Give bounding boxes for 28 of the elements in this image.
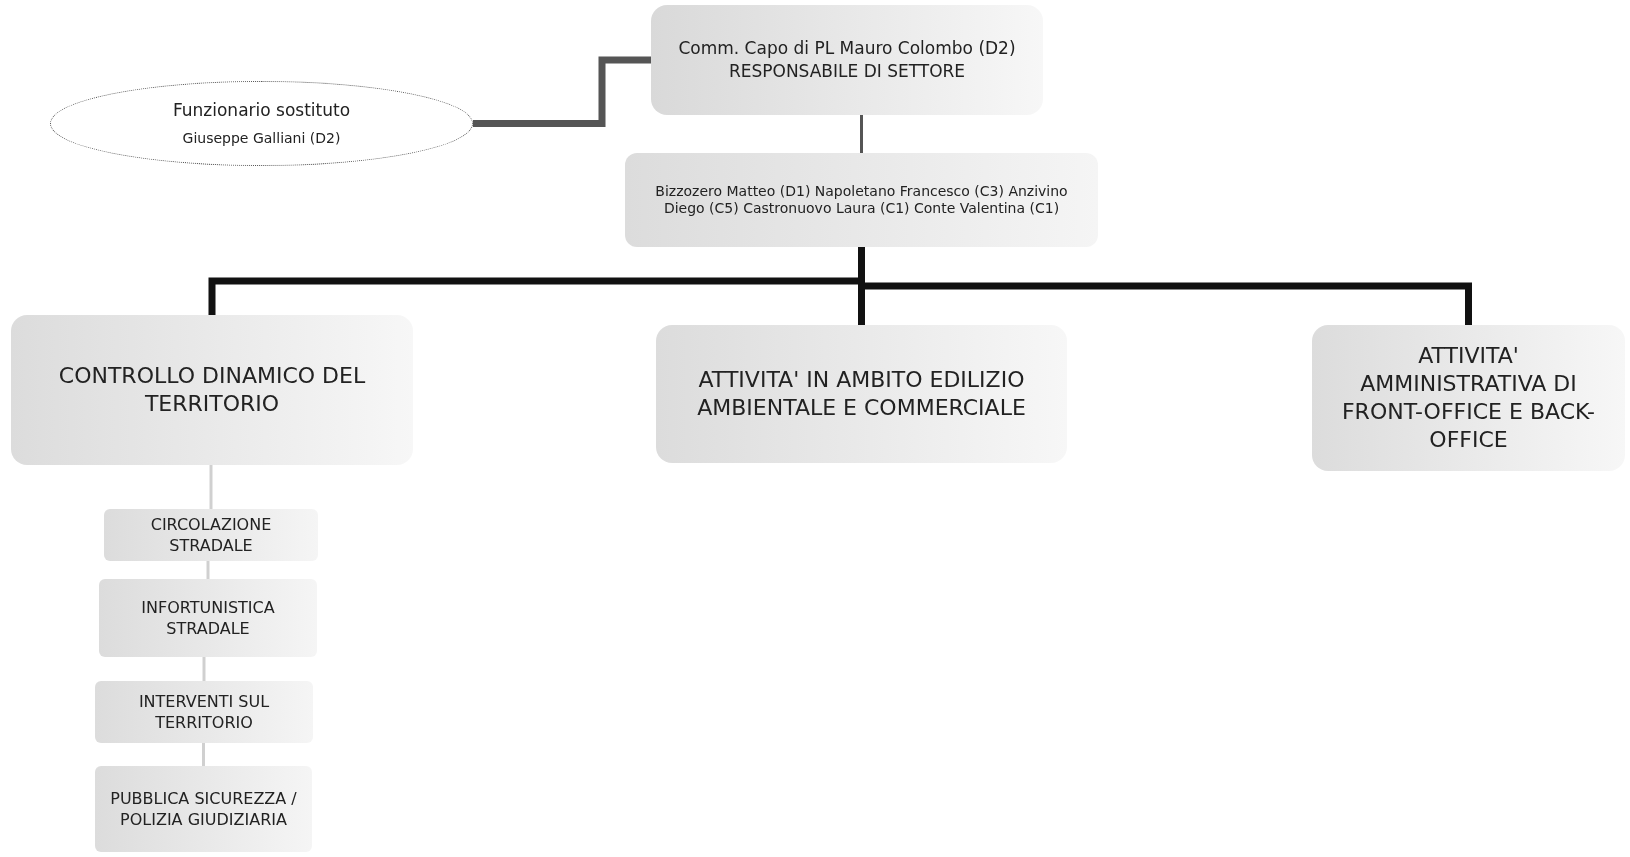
box-text: CIRCOLAZIONE STRADALE [149,514,273,556]
name-text: Giuseppe Galliani (D2) [182,128,341,148]
box-text: INFORTUNISTICA STRADALE [140,597,276,639]
task-box [95,766,312,852]
connector-line [860,115,863,153]
manager-box [651,5,1043,115]
box-text: INTERVENTI SUL TERRITORIO [137,691,271,733]
connector-line [202,657,206,681]
connector-line [209,465,213,509]
box-text: ATTIVITA' AMMINISTRATIVA DI FRONT-OFFICE E BACK-OFFICE [1340,342,1597,454]
task-box [95,681,313,743]
box-text: RESPONSABILE DI SETTORE [728,60,966,83]
connector-line [202,743,205,766]
task-box [99,579,317,657]
box-text: Bizzozero Matteo (D1) Napoletano Francesco (C3) Anzivino Diego (C5) Castronuovo Laura (C1) Conte Valentina (C1) [654,183,1069,217]
box-text: PUBBLICA SICUREZZA / POLIZIA GIUDIZIARIA [109,788,298,830]
box-text: ATTIVITA' IN AMBITO EDILIZIO AMBIENTALE E COMMERCIALE [696,366,1027,422]
area-box [656,325,1067,463]
staff-box [625,153,1098,247]
area-box [11,315,413,465]
area-box [1312,325,1625,471]
box-text: CONTROLLO DINAMICO DEL TERRITORIO [57,362,367,418]
task-box [104,509,318,561]
connector-line [206,561,210,579]
connector-line [473,56,651,127]
box-text: Funzionario sostituto [172,99,351,123]
box-text: Comm. Capo di PL Mauro Colombo (D2) [678,37,1016,60]
connector-line [858,247,1472,325]
